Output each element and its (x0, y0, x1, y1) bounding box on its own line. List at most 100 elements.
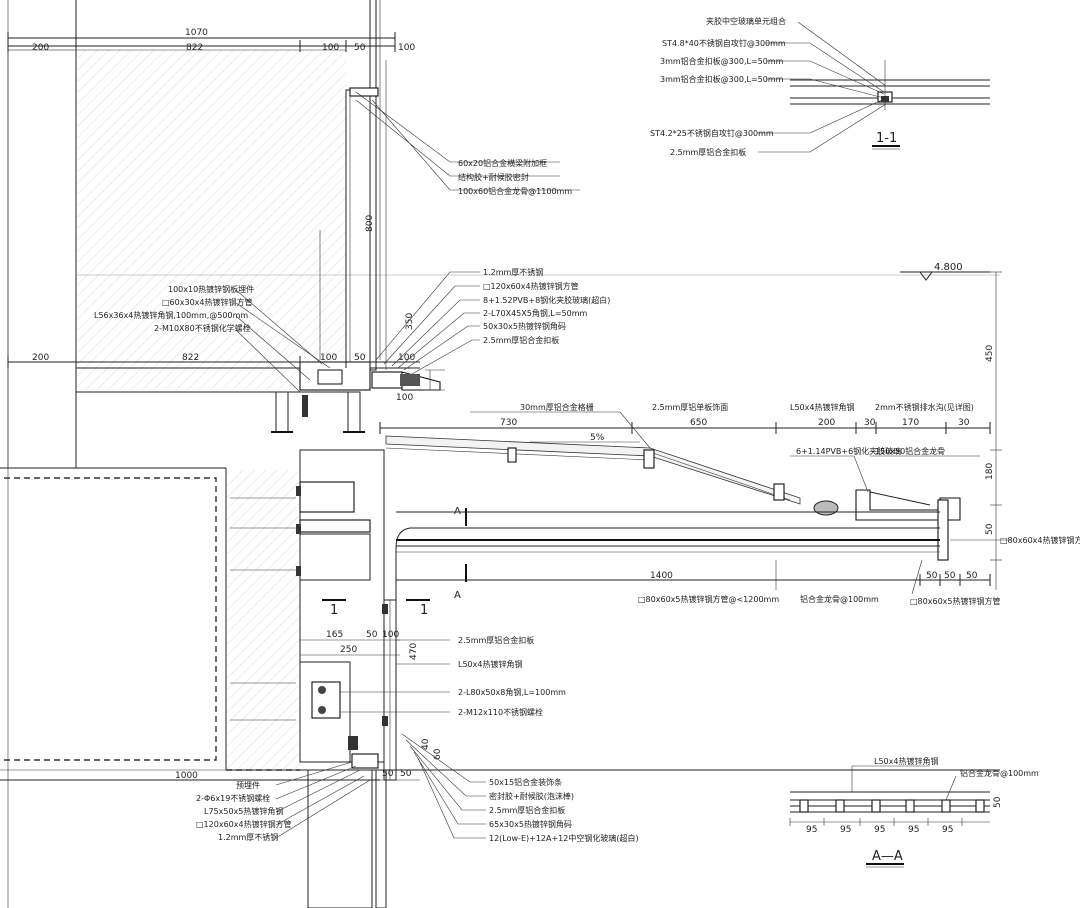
bottom-left-note-3: L75x50x5热镀锌角钢 (204, 806, 283, 816)
aa-dim-50: 50 (993, 796, 1003, 808)
dim-top-100a: 100 (322, 43, 339, 53)
d11-note-1: 夹胶中空玻璃单元组合 (706, 16, 786, 26)
left-mid-note-3: L56x36x4热镀锌角钢,100mm,@500mm (94, 310, 248, 320)
section-1-right: 1 (420, 603, 428, 618)
section-1-left: 1 (330, 603, 338, 618)
level-value: 4.800 (934, 262, 963, 273)
upper-note-2: 结构胶+耐候胶密封 (458, 172, 529, 182)
section-a-top: A (454, 506, 461, 517)
bottom-right-note-4: 65x30x5热镀锌钢角码 (489, 819, 572, 829)
dim-top-50: 50 (354, 43, 366, 53)
notes-bottom-right: 50x15铝合金装饰条 密封胶+耐候胶(泡沫棒) 2.5mm厚铝合金扣板 65x… (401, 733, 639, 843)
notes-bottom-row: □80x60x5热镀锌钢方管@<1200mm 铝合金龙骨@100mm □80x6… (638, 559, 1000, 606)
dim-bot-50b: 50 (944, 571, 956, 581)
dimension-chain-top: 1070 200 822 100 50 100 (7, 28, 415, 53)
canopy-note-2: 2.5mm厚铝单板饰面 (652, 402, 728, 412)
dim-col-50: 50 (366, 630, 378, 640)
canopy-note-3: L50x4热镀锌角钢 (790, 402, 854, 412)
section-a-bottom: A (454, 590, 461, 601)
dim-bot-50c: 50 (966, 571, 978, 581)
aa-note-right: 铝合金龙骨@100mm (960, 768, 1039, 778)
column-note-3: 2-L80x50x8角钢,L=100mm (458, 687, 566, 697)
notes-canopy: 30mm厚铝合金格栅 2.5mm厚铝单板饰面 L50x4热镀锌角钢 2mm不锈钢… (470, 402, 1080, 545)
dim-top-822: 822 (186, 43, 203, 53)
detail-aa-title: A—A (872, 849, 903, 864)
dim-40: 40 (421, 738, 431, 750)
column-note-1: 2.5mm厚铝合金扣板 (458, 635, 534, 645)
aa-dim-2: 95 (840, 825, 851, 835)
left-mid-note-2: □60x30x4热镀锌钢方管 (162, 297, 252, 307)
dim-180: 180 (985, 463, 995, 480)
right-mid-note-3: 8+1.52PVB+8钢化夹胶玻璃(超白) (483, 295, 610, 305)
dim-650: 650 (690, 418, 707, 428)
bottom-right-note-2: 密封胶+耐候胶(泡沫棒) (489, 791, 574, 801)
dim-730: 730 (500, 418, 517, 428)
column-note-2: L50x4热镀锌角钢 (458, 659, 522, 669)
dim-50-right: 50 (985, 523, 995, 535)
notes-right-mid: 1.2mm厚不锈钢 □120x60x4热镀锌钢方管 8+1.52PVB+8钢化夹… (375, 267, 610, 375)
d11-note-4: 3mm铝合金扣板@300,L=50mm (660, 74, 784, 84)
notes-column: 2.5mm厚铝合金扣板 L50x4热镀锌角钢 2-L80x50x8角钢,L=10… (340, 635, 566, 717)
dim-450: 450 (985, 345, 995, 362)
column-note-4: 2-M12x110不锈钢螺栓 (458, 707, 543, 717)
right-mid-note-2: □120x60x4热镀锌钢方管 (483, 281, 579, 291)
upper-note-1: 60x20铝合金横梁附加框 (458, 158, 547, 168)
aa-dim-5: 95 (942, 825, 953, 835)
bottom-row-note-3: □80x60x5热镀锌钢方管 (910, 596, 1000, 606)
left-mid-note-4: 2-M10X80不锈钢化学螺栓 (154, 323, 251, 333)
bottom-right-note-5: 12(Low-E)+12A+12中空钢化玻璃(超白) (489, 833, 639, 843)
dim-mid-822: 822 (182, 353, 199, 363)
aa-dim-3: 95 (874, 825, 885, 835)
dim-30b: 30 (958, 418, 970, 428)
dim-200: 200 (818, 418, 835, 428)
lower-structure: 1 1 A A 165 50 100 250 470 40 60 1000 50… (0, 449, 1000, 908)
notes-bottom-left: 预埋件 2-Φ6x19不锈钢螺栓 L75x50x5热镀锌角钢 □120x60x4… (196, 761, 371, 842)
right-mid-note-6: 2.5mm厚铝合金扣板 (483, 335, 559, 345)
slope-label: 5% (590, 433, 605, 443)
canopy-structure (383, 435, 961, 601)
dim-30: 30 (864, 418, 876, 428)
d11-note-5: ST4.2*25不锈钢自攻钉@300mm (650, 128, 774, 138)
right-mid-note-1: 1.2mm厚不锈钢 (483, 267, 543, 277)
dim-base-50a: 50 (382, 769, 394, 779)
bottom-row-note-2: 铝合金龙骨@100mm (800, 594, 879, 604)
right-mid-note-5: 50x30x5热镀锌钢角码 (483, 321, 566, 331)
dim-800: 800 (365, 215, 375, 232)
bottom-left-note-1: 预埋件 (236, 780, 260, 790)
level-marker: 4.800 450 180 50 (900, 262, 1002, 590)
dim-mid-100b: 100 (398, 353, 415, 363)
canopy-note-1: 30mm厚铝合金格栅 (520, 402, 594, 412)
dim-1000: 1000 (175, 771, 198, 781)
dim-mid-200: 200 (32, 353, 49, 363)
dim-60: 60 (433, 748, 443, 760)
canopy-bottom-dims: 1400 50 50 50 (395, 571, 991, 586)
dim-250: 250 (340, 645, 357, 655)
d11-note-6: 2.5mm厚铝合金扣板 (670, 147, 746, 157)
d11-note-3: 3mm铝合金扣板@300,L=50mm (660, 56, 784, 66)
dim-1070: 1070 (185, 28, 208, 38)
canopy-note-4: 2mm不锈钢排水沟(见详图) (875, 402, 974, 412)
dim-col-100: 100 (382, 630, 399, 640)
canopy-note-6: 150x50铝合金龙骨 (875, 446, 945, 456)
dim-top-200: 200 (32, 43, 49, 53)
dim-base-50b: 50 (400, 769, 412, 779)
dim-165: 165 (326, 630, 343, 640)
canopy-note-7: □80x60x4热镀锌钢方管 (1000, 535, 1080, 545)
dimension-chain-mid: 200 822 100 50 100 100 800 350 (7, 60, 445, 403)
notes-left-mid: 100x10热镀锌钢板埋件 □60x30x4热镀锌钢方管 L56x36x4热镀锌… (94, 284, 331, 393)
bottom-right-note-1: 50x15铝合金装饰条 (489, 777, 562, 787)
canopy-note-5: 6+1.14PVB+6钢化夹胶玻璃 (796, 446, 901, 456)
dim-170: 170 (902, 418, 919, 428)
detail-1-1: 1-1 夹胶中空玻璃单元组合 ST4.8*40不锈钢自攻钉@300mm 3mm铝… (650, 16, 990, 157)
aa-note-top: L50x4热镀锌角钢 (874, 756, 938, 766)
dim-1400: 1400 (650, 571, 673, 581)
dim-mid-100: 100 (320, 353, 337, 363)
dim-470: 470 (409, 643, 419, 660)
left-mid-note-1: 100x10热镀锌钢板埋件 (168, 284, 254, 294)
bottom-left-note-4: □120x60x4热镀锌钢方管 (196, 819, 292, 829)
upper-wall-section (7, 0, 1000, 908)
dim-mid-100c: 100 (396, 393, 413, 403)
aa-dim-4: 95 (908, 825, 919, 835)
bottom-right-note-3: 2.5mm厚铝合金扣板 (489, 805, 565, 815)
